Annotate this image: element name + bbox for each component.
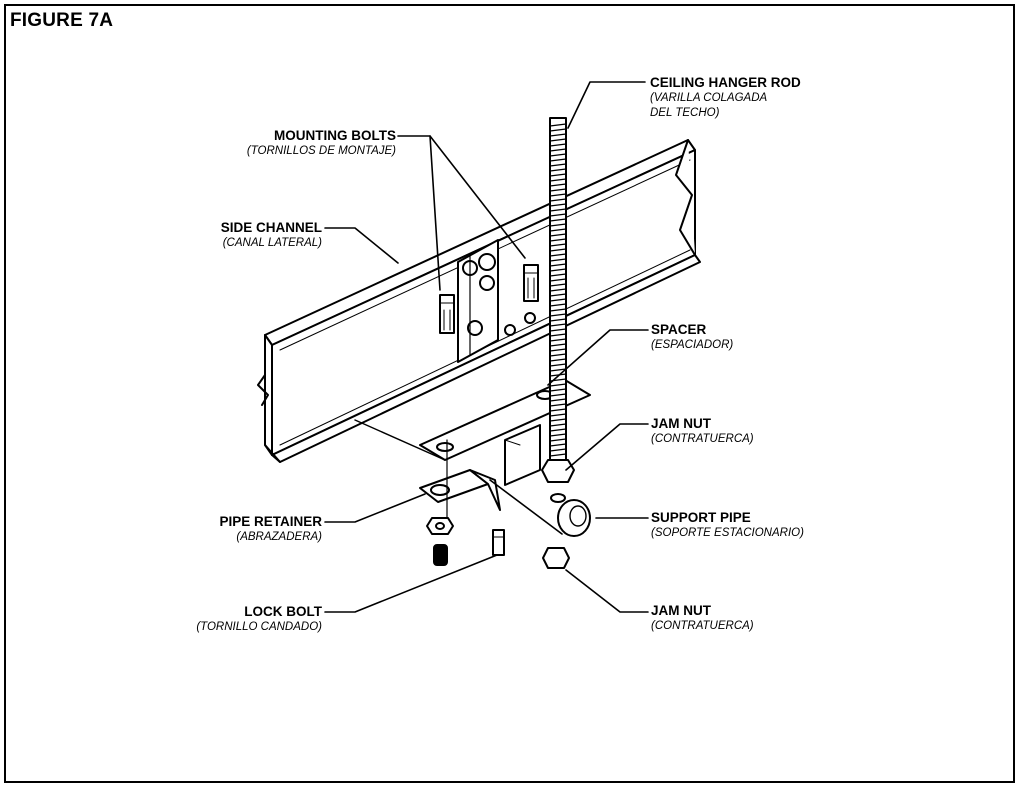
mounting-bracket [457,239,536,363]
label-ceiling-hanger-rod: CEILING HANGER ROD (VARILLA COLAGADA DEL… [650,75,801,119]
figure-frame [4,4,1015,783]
spacer-plate [354,379,591,461]
label-side-channel: SIDE CHANNEL (CANAL LATERAL) [220,220,322,249]
jam-nut-top [541,459,575,503]
figure-title: FIGURE 7A [10,10,114,31]
spacer-block [504,424,541,486]
mounting-bolt-left [439,294,455,334]
pipe-retainer [419,469,501,511]
label-jam-nut-top: JAM NUT (CONTRATUERCA) [651,416,754,445]
jam-nut-bottom [542,547,570,569]
leader-lines [324,81,649,613]
support-pipe [489,479,591,537]
label-pipe-retainer: PIPE RETAINER (ABRAZADERA) [219,514,322,543]
label-mounting-bolts: MOUNTING BOLTS (TORNILLOS DE MONTAJE) [246,128,396,157]
label-lock-bolt: LOCK BOLT (TORNILLO CANDADO) [196,604,322,633]
label-spacer: SPACER (ESPACIADOR) [651,322,734,351]
lock-bolt [426,439,505,566]
mounting-bolt-right [523,264,539,302]
ceiling-hanger-rod [549,117,567,461]
label-support-pipe: SUPPORT PIPE (SOPORTE ESTACIONARIO) [651,510,804,539]
label-jam-nut-bottom: JAM NUT (CONTRATUERCA) [651,603,754,632]
